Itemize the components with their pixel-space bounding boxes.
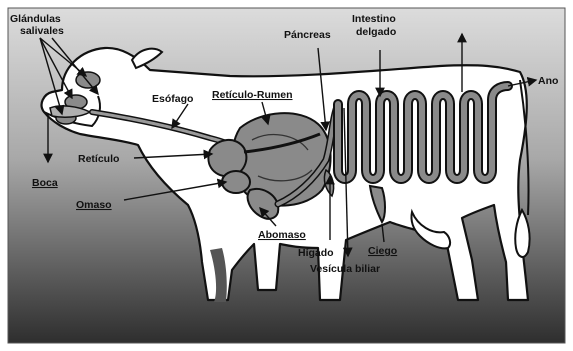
label-abomaso: Abomaso [258,229,306,241]
label-pancreas: Páncreas [284,29,331,41]
label-ano: Ano [538,75,558,87]
label-boca: Boca [32,177,58,189]
salivary-gland-1 [76,72,100,88]
label-glandulas-line2: salivales [20,25,64,37]
label-higado: Hígado [298,247,334,259]
label-intestino-line1: Intestino [352,13,396,25]
label-esofago: Esófago [152,93,193,105]
label-reticulo: Retículo [78,153,119,165]
label-glandulas-line1: Glándulas [10,13,61,25]
omasum [222,171,250,193]
label-intestino-line2: delgado [356,26,396,38]
label-omaso: Omaso [76,199,112,211]
label-vesicula: Vesícula biliar [310,263,380,275]
label-ciego: Ciego [368,245,397,257]
label-reticulo-rumen: Retículo-Rumen [212,89,293,101]
